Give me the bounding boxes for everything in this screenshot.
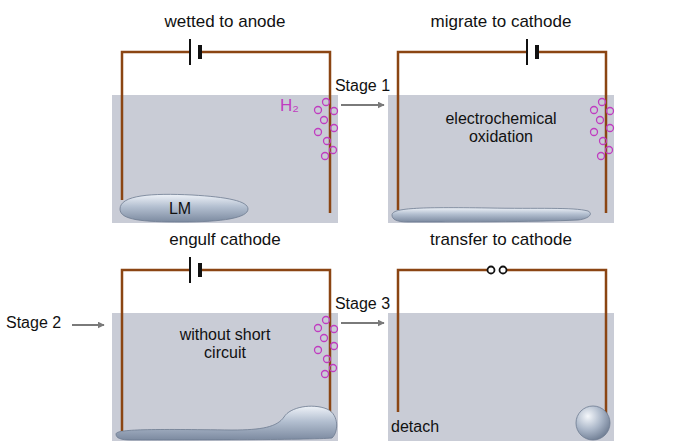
liquid-metal	[116, 406, 337, 440]
hydrogen-bubble	[323, 317, 330, 324]
stage-panel: wetted to anodeH₂ LM	[112, 10, 338, 226]
process-note: without short circuit	[170, 326, 280, 363]
stage-panel: transfer to cathode detach	[388, 228, 614, 444]
hydrogen-bubble	[322, 153, 329, 160]
stage-label: Stage 1	[335, 77, 390, 95]
battery-plate	[198, 263, 202, 277]
electrolyte-bath	[388, 95, 614, 223]
switch-terminal	[500, 267, 507, 274]
battery-plate	[526, 39, 528, 65]
electrolyte-bath	[112, 313, 338, 441]
gas-label: H₂	[280, 96, 299, 116]
hydrogen-bubble	[321, 117, 328, 124]
hydrogen-bubble	[331, 326, 338, 333]
panel-illustration	[112, 257, 338, 441]
stage-panel: migrate to cathode electrochemical oxidat…	[388, 10, 614, 226]
battery-plate	[189, 39, 191, 65]
hydrogen-bubble	[324, 356, 331, 363]
hydrogen-bubble	[591, 107, 598, 114]
hydrogen-bubble	[322, 371, 329, 378]
electrolyte-bath	[388, 313, 614, 441]
panel-illustration	[112, 39, 338, 223]
electrolyte-bath	[112, 95, 338, 223]
stage-arrow	[72, 324, 104, 326]
liquid-metal	[120, 194, 248, 222]
panel-heading: wetted to anode	[165, 12, 286, 32]
anode-wire	[122, 52, 190, 200]
process-note: detach	[391, 418, 439, 436]
hydrogen-bubble	[606, 147, 613, 154]
hydrogen-bubble	[598, 153, 605, 160]
panel-heading: migrate to cathode	[431, 12, 572, 32]
hydrogen-bubble	[331, 125, 338, 132]
panel-heading: engulf cathode	[169, 230, 281, 250]
hydrogen-bubble	[331, 108, 338, 115]
hydrogen-bubble	[315, 347, 322, 354]
cathode-wire	[507, 270, 607, 416]
hydrogen-bubble	[599, 99, 606, 106]
stage-arrow	[341, 322, 384, 324]
hydrogen-bubble	[321, 335, 328, 342]
hydrogen-bubble	[323, 99, 330, 106]
hydrogen-bubble	[315, 107, 322, 114]
hydrogen-bubble	[607, 125, 614, 132]
hydrogen-bubble	[607, 108, 614, 115]
cathode-wire	[200, 52, 330, 213]
stage-arrow	[341, 104, 384, 106]
hydrogen-bubble	[315, 129, 322, 136]
hydrogen-bubble	[324, 138, 331, 145]
hydrogen-bubble	[330, 147, 337, 154]
liquid-metal-droplet	[576, 406, 610, 440]
hydrogen-bubble	[315, 325, 322, 332]
hydrogen-bubble	[597, 117, 604, 124]
process-note: electrochemical oxidation	[431, 110, 571, 147]
anode-wire	[398, 270, 488, 412]
stage-label: Stage 2	[6, 314, 61, 332]
hydrogen-bubble	[331, 343, 338, 350]
panel-heading: transfer to cathode	[430, 230, 572, 250]
material-label: LM	[169, 200, 191, 218]
panel-illustration	[388, 267, 614, 442]
battery-plate	[189, 257, 191, 283]
hydrogen-bubble	[600, 138, 607, 145]
hydrogen-bubble	[330, 365, 337, 372]
anode-wire	[122, 270, 190, 431]
liquid-metal	[392, 208, 590, 222]
panel-illustration	[388, 39, 614, 223]
switch-terminal	[488, 267, 495, 274]
hydrogen-bubble	[591, 129, 598, 136]
cathode-wire	[537, 52, 606, 213]
stage-label: Stage 3	[335, 295, 390, 313]
battery-plate	[198, 45, 202, 59]
stage-panel: engulf cathode without short circuit	[112, 228, 338, 444]
battery-plate	[535, 45, 539, 59]
